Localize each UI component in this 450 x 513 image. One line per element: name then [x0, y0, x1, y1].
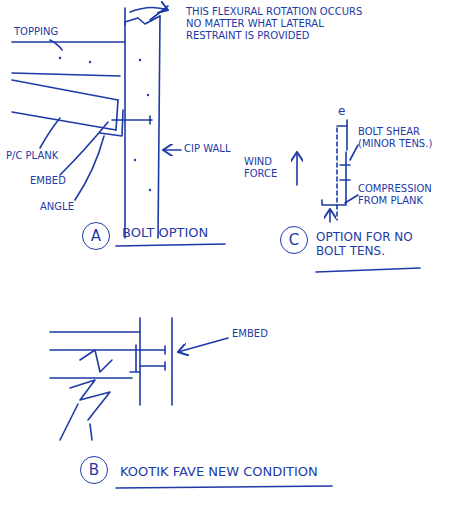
- detail-letter: C: [289, 231, 299, 249]
- detail-a: [12, 6, 225, 246]
- plank-end: [116, 100, 118, 130]
- leader: [178, 338, 228, 352]
- force-label: COMPRESSION FROM PLANK: [358, 183, 446, 207]
- part-label: P/C PLANK: [6, 150, 58, 162]
- detail-letter: B: [89, 461, 99, 479]
- embed-studs: [140, 346, 165, 370]
- detail-b: [50, 318, 332, 488]
- plank-bottom: [50, 377, 132, 379]
- leader: [163, 149, 181, 151]
- detail-caption: BOLT OPTION: [122, 225, 208, 241]
- topping-bottom: [12, 73, 120, 76]
- detail-circle: B: [80, 456, 108, 484]
- underline: [316, 268, 420, 272]
- part-label: EMBED: [232, 328, 268, 340]
- concrete-dot: [59, 57, 61, 59]
- concrete-dot: [149, 189, 151, 191]
- centerline: [336, 128, 338, 220]
- topping-top: [50, 331, 140, 333]
- bolt: [340, 165, 350, 180]
- part-label: TOPPING: [14, 26, 58, 38]
- detail-caption: OPTION FOR NO BOLT TENS.: [316, 230, 436, 259]
- concrete-dot: [139, 59, 141, 61]
- force-label: BOLT SHEAR (MINOR TENS.): [358, 126, 446, 150]
- detail-circle: C: [280, 226, 308, 254]
- note-text: THIS FLEXURAL ROTATION OCCURS NO MATTER …: [186, 6, 376, 42]
- detail-letter: A: [91, 227, 101, 245]
- part-label: EMBED: [30, 175, 66, 187]
- detail-circle: A: [82, 222, 110, 250]
- concrete-dot: [134, 159, 136, 161]
- leader: [350, 145, 358, 160]
- leader: [50, 40, 62, 50]
- rotation-lines: [125, 6, 168, 25]
- part-label: CIP WALL: [184, 143, 230, 155]
- underline: [116, 244, 225, 246]
- angle: [100, 110, 123, 136]
- wind-arrow: [296, 152, 298, 185]
- plank-top: [12, 80, 118, 100]
- wall-back: [171, 318, 173, 405]
- wall-face: [139, 318, 141, 405]
- break-line: [70, 380, 110, 420]
- bar: [80, 350, 112, 372]
- arrow: [60, 404, 92, 440]
- dimension-e: [346, 120, 348, 150]
- underline: [116, 486, 332, 488]
- leader: [345, 195, 358, 203]
- dimension-label: e: [338, 104, 345, 118]
- bolt: [112, 116, 152, 124]
- angle: [322, 152, 346, 205]
- dimension-e: [337, 125, 347, 127]
- plank-bottom: [12, 112, 116, 130]
- embed-plate: [130, 345, 140, 372]
- force-label: WIND FORCE: [244, 156, 288, 180]
- leader: [40, 118, 60, 148]
- part-label: ANGLE: [40, 201, 74, 213]
- leader: [75, 136, 104, 200]
- wall-back: [158, 16, 160, 238]
- topping-top: [12, 41, 125, 43]
- rotation-arc: [130, 7, 168, 12]
- compression-arrow: [329, 209, 331, 222]
- concrete-dot: [147, 94, 149, 96]
- detail-caption: KOOTIK FAVE NEW CONDITION: [120, 464, 318, 480]
- concrete-dot: [89, 61, 91, 63]
- wall-face: [124, 22, 126, 238]
